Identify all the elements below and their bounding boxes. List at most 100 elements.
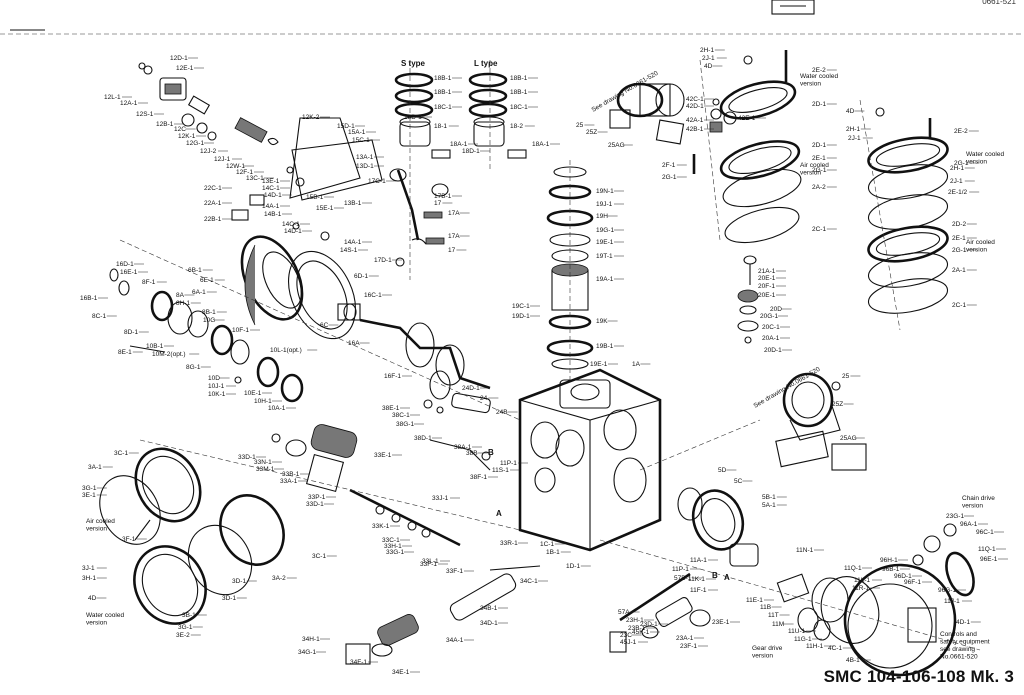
part-label: 11R-1 [852, 585, 870, 592]
part-label: 19H [596, 213, 608, 220]
part-label: 1B-1 [546, 549, 560, 556]
part-label: 4D [846, 108, 855, 115]
part-label: 33M-1 [256, 466, 275, 473]
part-label: 14C-1 [282, 221, 300, 228]
part-label: 57A [618, 609, 630, 616]
part-label: 23D-1 [640, 621, 658, 628]
part-label: 2G-1 [662, 174, 677, 181]
part-label: 8E-1 [118, 349, 132, 356]
part-label: 12L-1 [104, 94, 121, 101]
part-label: 16E-1 [120, 269, 138, 276]
part-label: 11Q-1 [844, 565, 862, 572]
part-label: 33E-1 [374, 452, 392, 459]
part-label: 1D-1 [566, 563, 580, 570]
heading-line: Water cooled [800, 73, 838, 80]
heading-line: version [966, 159, 987, 166]
part-label: 96D-1 [894, 573, 912, 580]
part-label: 33F-1 [420, 561, 437, 568]
part-label: 20G-1 [760, 313, 778, 320]
part-label: 19B-1 [596, 343, 614, 350]
part-label: 12J-1 [214, 156, 231, 163]
heading-line: Gear drive [752, 645, 783, 652]
part-label: 96C-1 [976, 529, 994, 536]
part-label: 11E-1 [746, 597, 763, 604]
part-label: 2D-2 [952, 221, 966, 228]
part-label: 45K-1 [632, 629, 650, 636]
part-label: 19E-1 [590, 361, 608, 368]
part-label: 12D-1 [170, 55, 188, 62]
part-label: 33C-1 [382, 537, 400, 544]
part-label: 11L-1 [854, 577, 871, 584]
part-label: 13E-1 [262, 178, 280, 185]
part-label: 12A-1 [120, 100, 138, 107]
part-label: 2E-1 [952, 235, 966, 242]
section-letter: B [712, 571, 718, 580]
part-label: 12F-1 [236, 169, 253, 176]
part-label: 5C [734, 478, 743, 485]
part-label: 3B-1 [182, 612, 196, 619]
heading-line: Controls and [940, 631, 977, 638]
part-label: 23C [620, 632, 632, 639]
part-label: 2H-1 [950, 165, 964, 172]
part-label: 2E-1 [812, 155, 826, 162]
part-label: 6D-1 [354, 273, 368, 280]
part-label: 38G-1 [396, 421, 414, 428]
part-label: 2A-2 [812, 184, 826, 191]
part-label: 4C-1 [828, 645, 842, 652]
part-label: 11P-1 [500, 460, 517, 467]
part-label: 13B-1 [344, 200, 362, 207]
part-label: 8C-1 [92, 313, 106, 320]
part-label: 3A-1 [88, 464, 102, 471]
part-label: 3D-1 [232, 578, 246, 585]
part-label: 20C-1 [762, 324, 780, 331]
unloader-group [737, 255, 759, 344]
heading-line: Water cooled [966, 151, 1004, 158]
drawing-number: 0661-521 [982, 0, 1016, 6]
part-label: 4D [704, 63, 713, 70]
part-label: 12S-1 [136, 111, 154, 118]
part-label: 5B-1 [762, 494, 776, 501]
part-label: 11H-1 [806, 643, 824, 650]
part-label: 6B-1 [188, 267, 202, 274]
part-label: 11T [768, 612, 779, 619]
part-label: 14D-1 [284, 228, 302, 235]
part-label: 34F-1 [350, 659, 367, 666]
part-label: 10J-1 [208, 383, 225, 390]
part-label: 20E-1 [758, 292, 776, 299]
part-label: 1C-1 [540, 541, 554, 548]
part-label: 34D-1 [480, 620, 498, 627]
part-label: 20A-1 [762, 335, 780, 342]
part-label: 12W-1 [226, 163, 245, 170]
part-label: 2D-1 [812, 101, 826, 108]
part-label: 11B [760, 604, 771, 611]
part-label: 2A-1 [952, 267, 966, 274]
piston-rings-group [389, 72, 527, 267]
part-label: 21A-1 [758, 268, 776, 275]
part-label: 34A-1 [446, 637, 464, 644]
valve-42-group [709, 98, 737, 133]
part-label: 34H-1 [302, 636, 320, 643]
part-label: 6A-1 [192, 289, 206, 296]
part-label: 19E-1 [596, 239, 614, 246]
part-label: 19D-1 [512, 313, 530, 320]
heading-line: Air cooled [86, 518, 115, 525]
part-label: 13D-1 [356, 163, 374, 170]
part-label: 25Z [586, 129, 597, 136]
heading-line: version [800, 170, 821, 177]
part-label: 3E-1 [82, 492, 96, 499]
part-label: 16D-1 [116, 261, 134, 268]
see-drawing-note-mid: See drawing No.0661-520 [753, 366, 822, 410]
part-label: 12C [174, 126, 186, 133]
heading-line: Air cooled [800, 162, 829, 169]
part-label: 33N-1 [254, 459, 272, 466]
part-label: 23B-1 [628, 625, 646, 632]
part-label: 57B-1 [674, 575, 692, 582]
part-label: 10G [203, 317, 215, 324]
part-label: 19J-1 [596, 201, 613, 208]
